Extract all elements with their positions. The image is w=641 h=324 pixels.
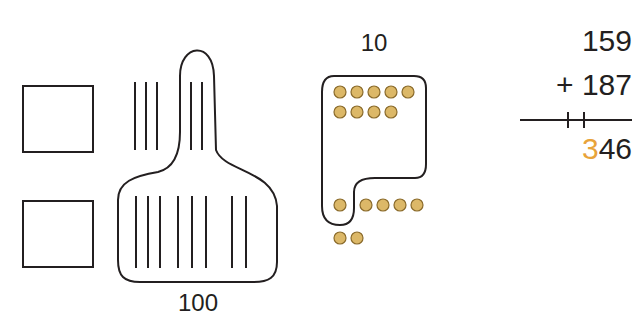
- group-label: 10: [318, 30, 430, 56]
- ten-group: 10: [318, 30, 430, 230]
- ones-dots: [334, 86, 423, 244]
- group-outline: [112, 36, 284, 318]
- group-label: 100: [112, 290, 284, 316]
- answer-box: [23, 86, 93, 152]
- sum-rule: [520, 112, 632, 128]
- addend: + 187: [556, 68, 632, 102]
- addend: 159: [582, 24, 632, 58]
- group-outline: [318, 30, 430, 230]
- sum-result: 346: [582, 132, 632, 166]
- answer-box: [23, 201, 93, 267]
- hundred-group: 100: [112, 36, 284, 318]
- tens-rods: [135, 82, 246, 268]
